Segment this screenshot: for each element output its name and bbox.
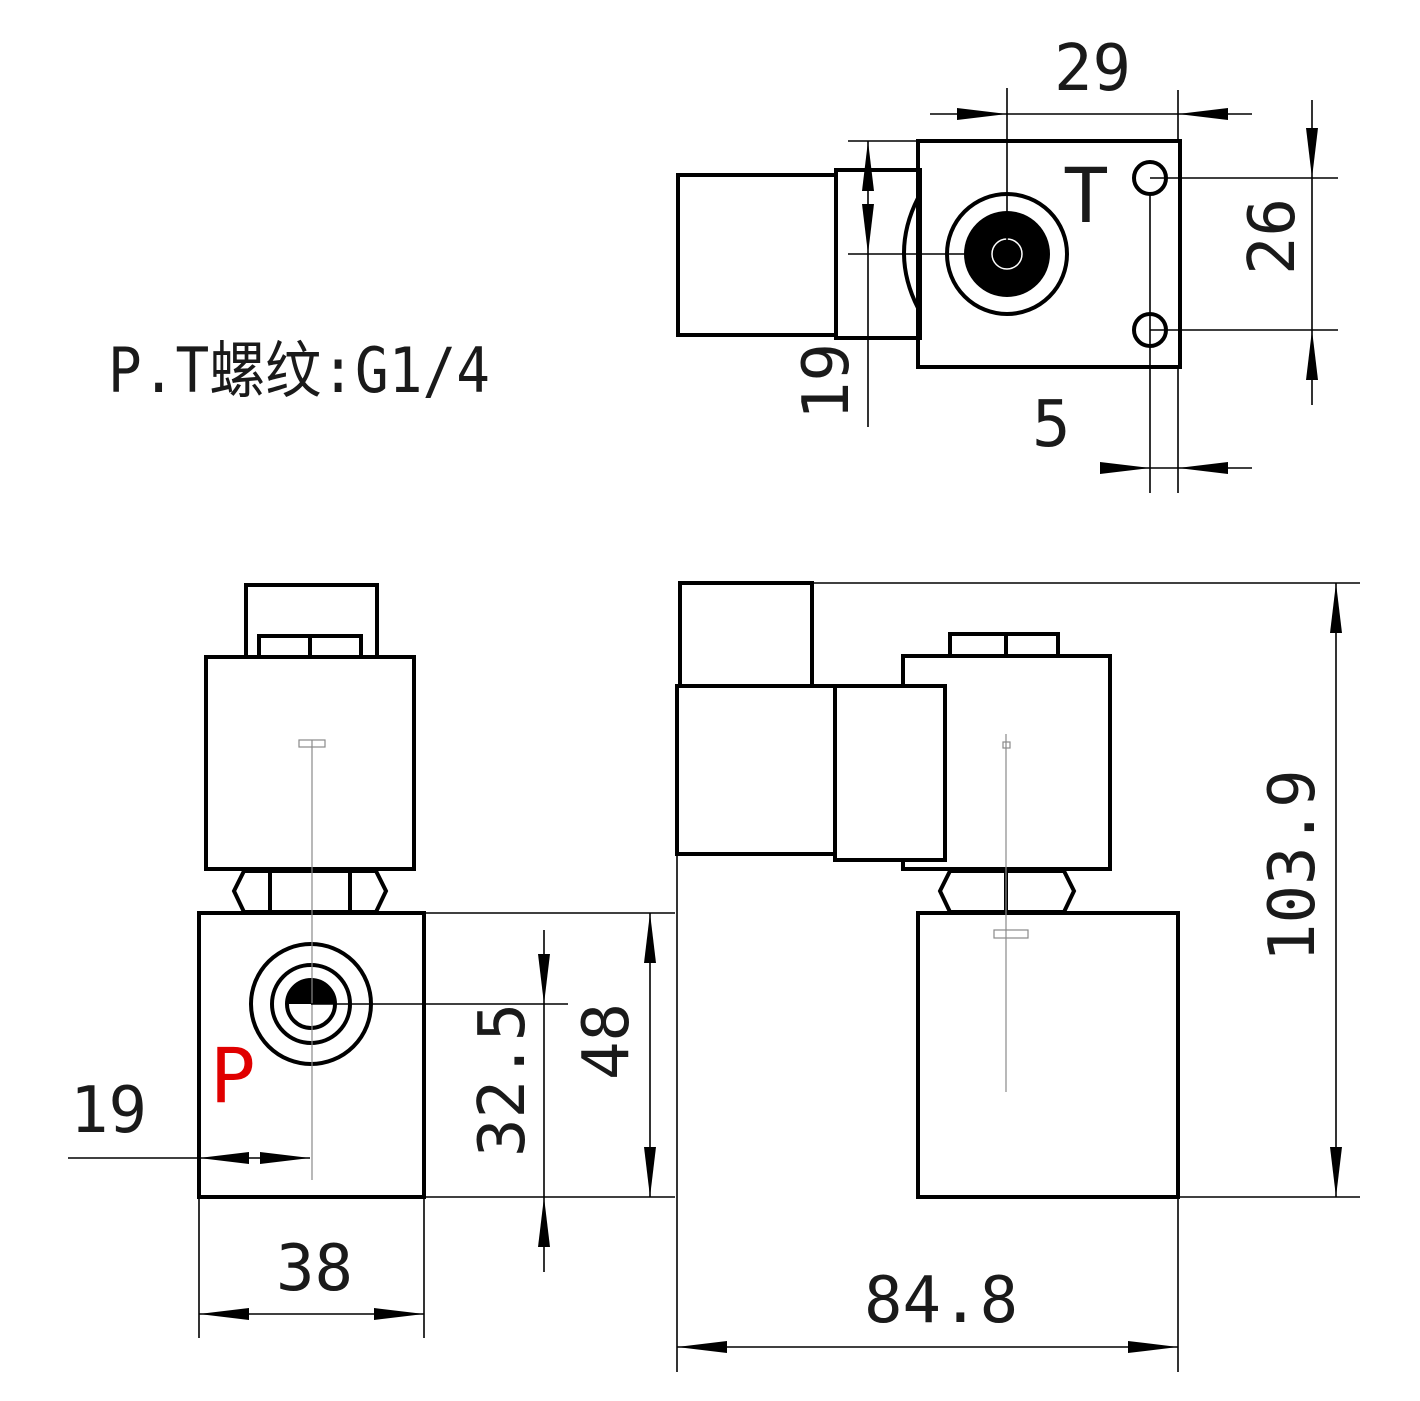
side-view: 103.9 84.8: [675, 581, 1360, 1372]
dim-top-width: 29: [1054, 32, 1131, 106]
side-plug-body: [675, 684, 837, 856]
side-coil: [901, 654, 1112, 871]
dim-top-5: 5: [1032, 388, 1071, 462]
dim-top-left-19: 19: [790, 343, 864, 420]
top-view: T 29 26 19 5: [676, 32, 1338, 493]
dim-front-19: 19: [70, 1074, 147, 1148]
front-coil: [204, 655, 416, 871]
front-lower-nut: [231, 869, 389, 914]
top-neck-arc: [902, 197, 920, 309]
dim-side-width: 84.8: [864, 1264, 1018, 1338]
dim-front-38: 38: [276, 1232, 353, 1306]
side-valve-body: [916, 911, 1180, 1199]
dim-top-height: 26: [1236, 198, 1310, 275]
port-label-p: P: [210, 1031, 256, 1120]
thread-note: P.T螺纹:G1/4: [108, 334, 490, 407]
front-port-fill: [287, 980, 335, 1004]
dim-side-height: 103.9: [1256, 769, 1330, 962]
front-view: P 19 32.5 48 38: [68, 583, 675, 1338]
top-coil-body: [676, 173, 838, 337]
dim-front-48: 48: [570, 1003, 644, 1080]
dim-front-32-5: 32.5: [466, 1003, 540, 1157]
port-label-t: T: [1063, 151, 1109, 240]
side-plug-neck: [833, 684, 947, 862]
side-plug-head: [678, 581, 814, 688]
